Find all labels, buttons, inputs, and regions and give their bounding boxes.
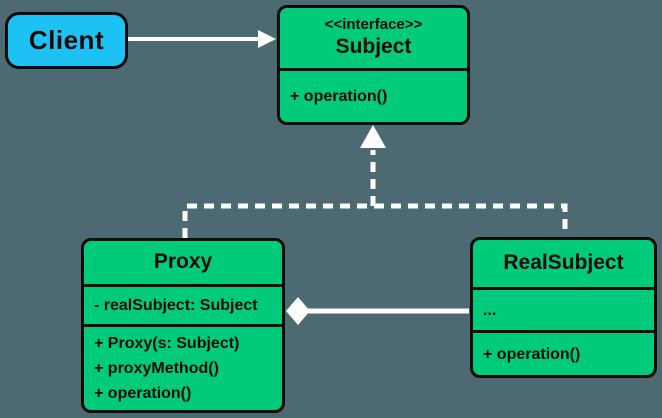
realsubject-operations-compartment: + operation() [473,333,654,375]
subject-interface-node: <<interface>> Subject + operation() [277,5,470,125]
subject-operations-compartment: + operation() [280,71,467,122]
client-label: Client [28,25,105,55]
subject-stereotype: <<interface>> [324,15,423,33]
compartment-divider [473,330,654,333]
aggregation-link [286,297,469,325]
operation-item: + operation() [94,385,192,402]
subject-name: Subject [335,35,412,59]
proxy-node: Proxy - realSubject: Subject + Proxy(s: … [81,238,285,413]
operation-item: + Proxy(s: Subject) [94,335,240,352]
dashed-line-proxy-realsubject [182,203,568,238]
compartment-divider [84,283,282,287]
attribute-item: - realSubject: Subject [94,296,258,314]
realsubject-attributes-compartment: ... [473,290,654,330]
operation-item: + operation() [483,345,581,363]
aggregation-diamond-icon [286,297,310,325]
proxy-title-compartment: Proxy [84,241,282,284]
proxy-operations-compartment: + Proxy(s: Subject) + proxyMethod() + op… [84,327,282,410]
subject-title-compartment: <<interface>> Subject [280,8,467,68]
compartment-divider [473,287,654,290]
realization-triangle-icon [360,125,386,148]
operation-item: + proxyMethod() [94,360,219,377]
proxy-attributes-compartment: - realSubject: Subject [84,287,282,324]
attribute-item: ... [483,301,497,319]
realsubject-node: RealSubject ... + operation() [470,237,657,378]
realsubject-title-compartment: RealSubject [473,240,654,287]
operation-item: + operation() [290,88,388,105]
client-node: Client [5,12,128,69]
client-subject-association-arrow [128,30,276,48]
realization-dashed-lines [182,150,568,238]
arrowhead-icon [258,30,276,48]
compartment-divider [280,68,467,71]
realsubject-name: RealSubject [503,251,624,275]
proxy-name: Proxy [153,250,213,274]
compartment-divider [84,324,282,327]
